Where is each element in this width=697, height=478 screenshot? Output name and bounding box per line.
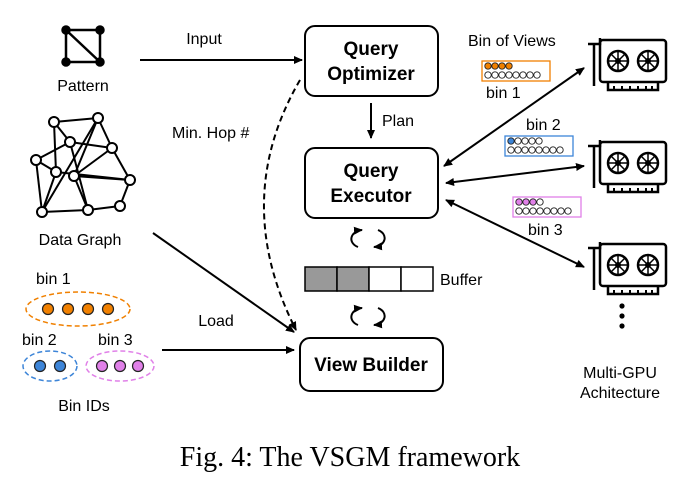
bin3-dots	[95, 359, 145, 373]
gpu2-arrow	[445, 163, 585, 186]
data-graph-label: Data Graph	[39, 232, 122, 249]
gpu-card-icon	[586, 36, 668, 92]
cycle-arrows-icon	[350, 304, 386, 329]
view-bin2	[504, 135, 574, 157]
query-executor-line2: Executor	[330, 186, 412, 207]
gpu1-arrow	[443, 67, 585, 167]
pattern-graph-icon	[61, 25, 105, 67]
bin1-group	[25, 291, 131, 327]
view-bin3-label: bin 3	[528, 222, 563, 239]
bin2-dots	[33, 359, 67, 373]
bin-of-views-label: Bin of Views	[468, 33, 556, 50]
figure-caption: Fig. 4: The VSGM framework	[180, 442, 520, 473]
view-builder-box: View Builder	[299, 337, 444, 392]
bin1-dots	[41, 302, 115, 316]
query-executor-line1: Query	[344, 161, 399, 182]
query-optimizer-box: Query Optimizer	[304, 25, 439, 97]
bin3-group	[85, 350, 155, 382]
bin1-label: bin 1	[36, 271, 71, 288]
input-label: Input	[186, 31, 222, 48]
query-optimizer-line1: Query	[344, 39, 399, 60]
view-bin2-label: bin 2	[526, 117, 561, 134]
min-hop-label: Min. Hop #	[172, 125, 249, 142]
gpu3-arrow	[445, 199, 585, 268]
view-builder-label: View Builder	[314, 355, 428, 376]
min-hop-dashed-arrow	[263, 79, 301, 331]
query-optimizer-line2: Optimizer	[327, 64, 415, 85]
multi-gpu-line1: Multi-GPU	[583, 365, 657, 382]
bin3-label: bin 3	[98, 332, 133, 349]
data-graph-arrow	[152, 232, 295, 333]
data-graph-icon	[30, 112, 136, 218]
view-bin1-label: bin 1	[486, 85, 521, 102]
buffer	[304, 266, 434, 292]
plan-label: Plan	[382, 113, 414, 130]
gpu-card-icon	[586, 240, 668, 296]
multi-gpu-line2: Achitecture	[580, 385, 660, 402]
gpu-card-icon	[586, 138, 668, 194]
query-executor-box: Query Executor	[304, 147, 439, 219]
more-gpus-dots	[619, 303, 625, 329]
bin2-group	[22, 350, 78, 382]
view-bin1	[481, 60, 551, 82]
bin2-label: bin 2	[22, 332, 57, 349]
buffer-label: Buffer	[440, 272, 483, 289]
view-bin3	[512, 196, 582, 218]
pattern-label: Pattern	[57, 78, 109, 95]
cycle-arrows-icon	[350, 226, 386, 251]
load-label: Load	[198, 313, 234, 330]
bin-ids-label: Bin IDs	[58, 398, 110, 415]
